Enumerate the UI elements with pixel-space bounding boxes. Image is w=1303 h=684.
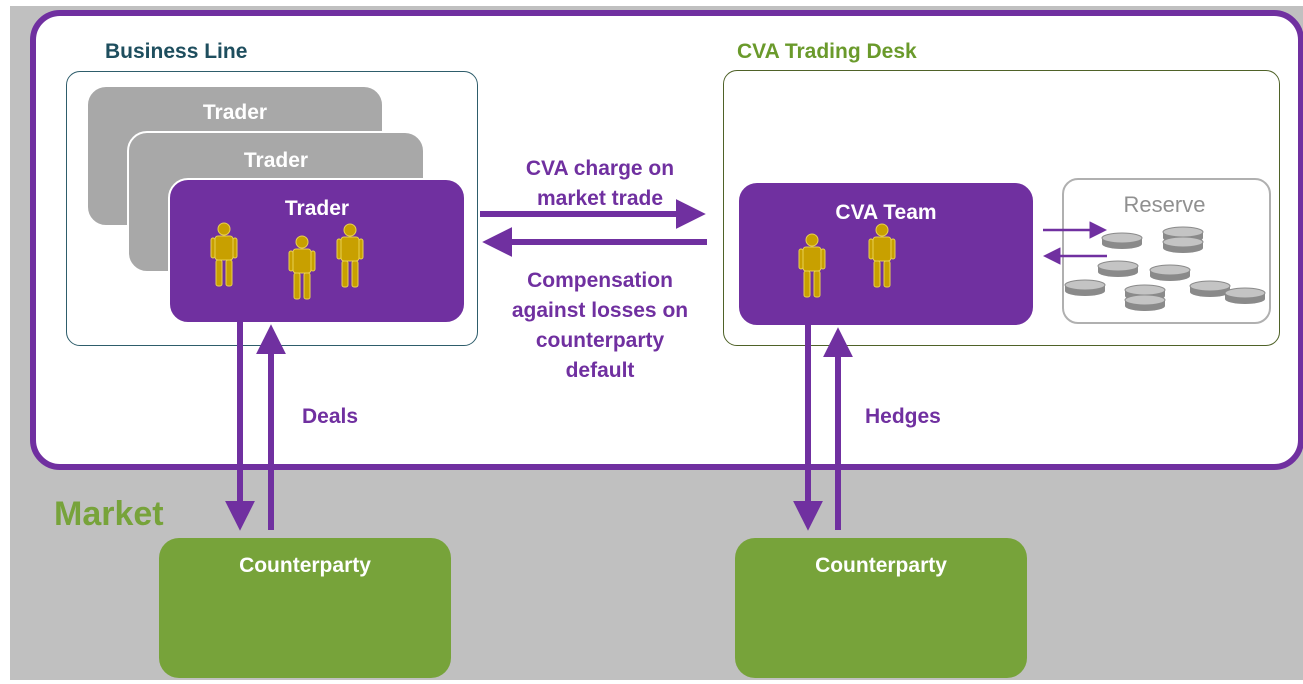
coin-stack-icon (1097, 260, 1139, 278)
compensation-line: default (565, 359, 635, 382)
counterparty-label: Counterparty (239, 554, 371, 577)
deals-label: Deals (302, 405, 359, 428)
person-icon (798, 233, 826, 298)
compensation-label: Compensation against losses on counterpa… (480, 266, 720, 386)
coin-stack-icon (1224, 287, 1266, 305)
market-title: Market (54, 495, 164, 533)
compensation-line: Compensation (527, 269, 673, 292)
compensation-line: counterparty (535, 329, 665, 352)
trader-label: Trader (202, 101, 268, 124)
cva-desk-title: CVA Trading Desk (737, 40, 917, 63)
business-line-title: Business Line (105, 40, 248, 63)
cva-charge-line: CVA charge on (525, 157, 675, 180)
coin-stack-icon (1189, 280, 1231, 298)
person-icon (210, 222, 238, 287)
person-icon (336, 223, 364, 288)
person-icon (868, 223, 896, 288)
coin-stack-icon (1124, 294, 1166, 312)
trader-label: Trader (284, 197, 350, 220)
trader-label: Trader (243, 149, 309, 172)
coin-stack-icon (1064, 279, 1106, 297)
coin-stack-icon (1101, 232, 1143, 250)
coin-stack-icon (1149, 264, 1191, 282)
coin-stack-icon (1162, 236, 1204, 254)
compensation-line: against losses on (511, 299, 689, 322)
reserve-label: Reserve (1123, 192, 1206, 217)
counterparty-left: Counterparty (159, 538, 451, 678)
cva-charge-label: CVA charge on market trade (490, 154, 710, 214)
cva-charge-line: market trade (536, 187, 664, 210)
cva-team-label: CVA Team (835, 201, 937, 224)
counterparty-right: Counterparty (735, 538, 1027, 678)
person-icon (288, 235, 316, 300)
counterparty-label: Counterparty (815, 554, 947, 577)
hedges-label: Hedges (865, 405, 941, 428)
